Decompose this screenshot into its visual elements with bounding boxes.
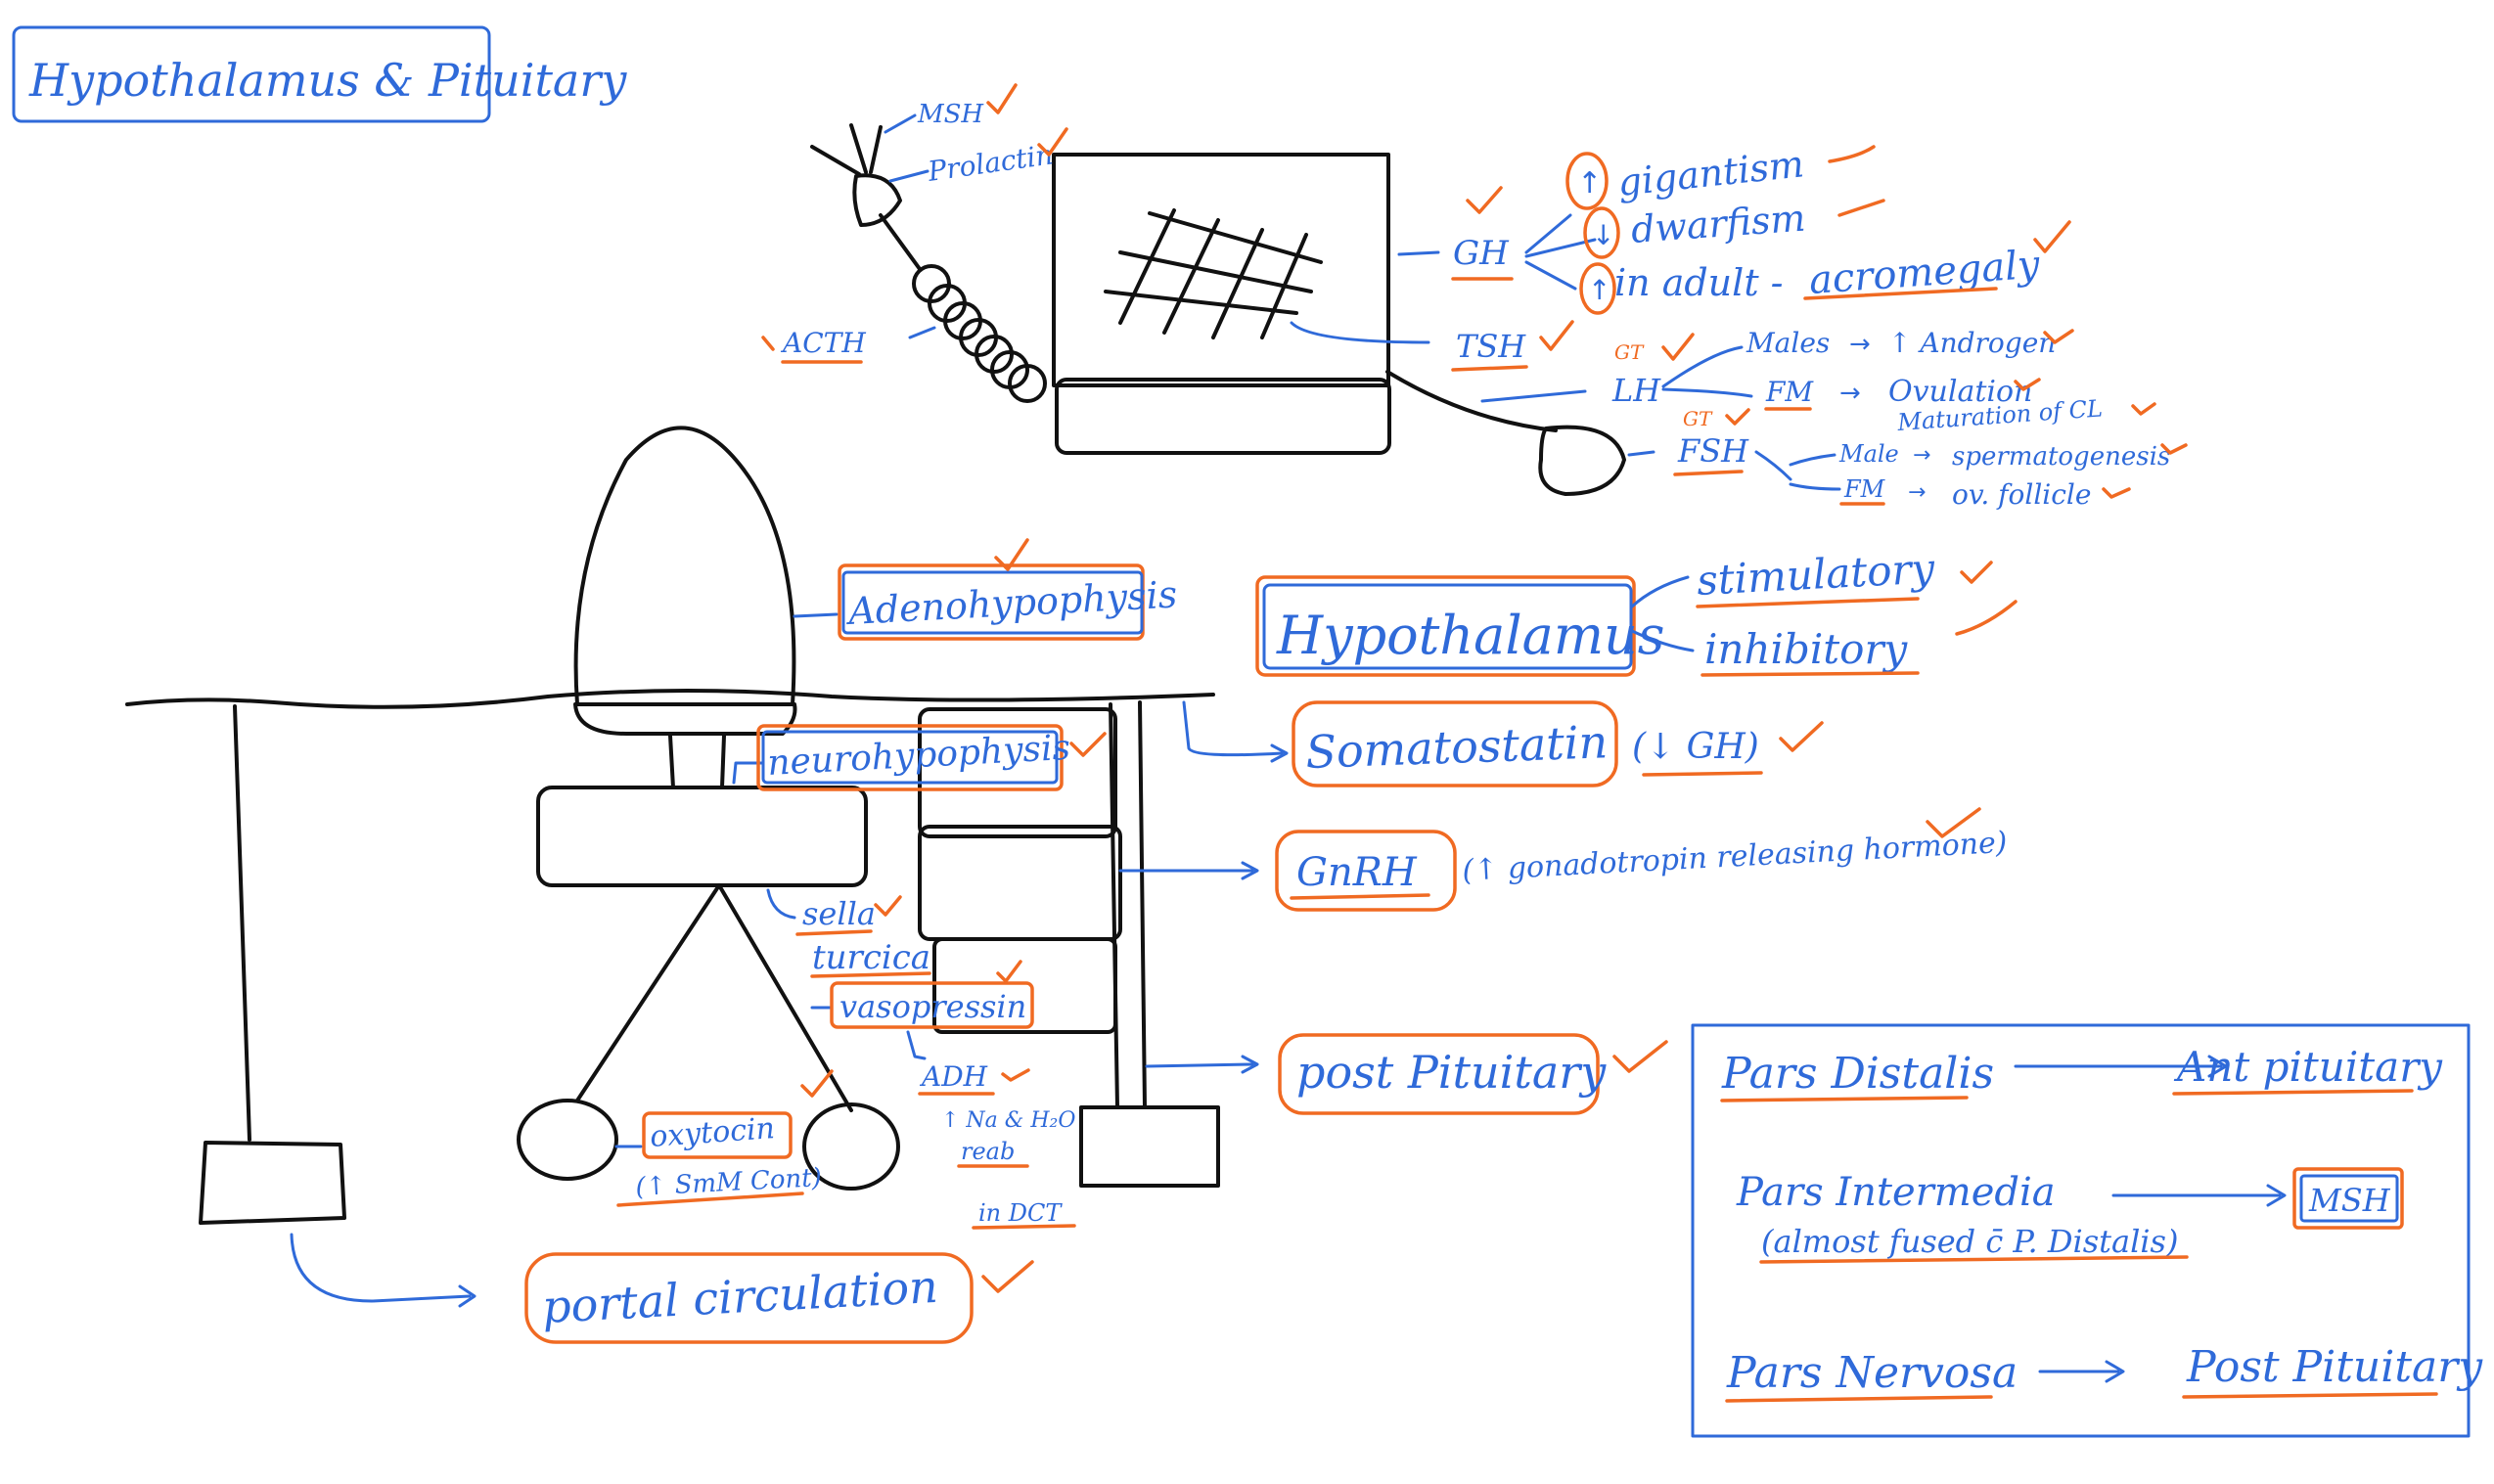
svg-text:↓: ↓ (1592, 219, 1614, 251)
svg-text:post Pituitary: post Pituitary (1296, 1046, 1607, 1099)
label-portal-circulation: portal circulation (290, 1233, 1034, 1344)
hormone-acth: ACTH (761, 326, 936, 364)
svg-text:Ovulation: Ovulation (1888, 375, 2032, 409)
coil-chain (912, 264, 1047, 403)
svg-text:acromegaly: acromegaly (1807, 243, 2042, 303)
check-icon (986, 83, 1018, 114)
svg-text:Hypothalamus: Hypothalamus (1276, 605, 1665, 666)
svg-text:MSH: MSH (917, 100, 984, 129)
check-icon (1466, 186, 1503, 214)
svg-text:GnRH: GnRH (1296, 850, 1418, 895)
svg-text:sella: sella (802, 895, 876, 932)
check-icon (1725, 408, 1750, 426)
label-adenohypophysis: Adenohypophysis (793, 538, 1178, 641)
increase-circle-icon (1579, 262, 1616, 315)
label-sella-turcica: sella turcica (766, 888, 931, 978)
check-icon (800, 1069, 834, 1098)
check-icon (2033, 220, 2071, 253)
svg-text:(↑ gonadotropin releasing horm: (↑ gonadotropin releasing hormone) (1462, 826, 2009, 888)
svg-text:↑: ↑ (1588, 274, 1610, 306)
check-icon (874, 895, 902, 917)
svg-text:Adenohypophysis: Adenohypophysis (844, 572, 1178, 633)
svg-text:Pars Distalis: Pars Distalis (1721, 1049, 1994, 1099)
svg-text:↑: ↑ (1577, 166, 1602, 201)
svg-text:ADH: ADH (919, 1060, 988, 1093)
label-hypothalamus: Hypothalamus stimulatory inhibitory (1255, 544, 2018, 677)
label-vasopressin: vasopressin ADH ↑ Na & H₂O reab in DCT (810, 960, 1076, 1230)
label-gnrh: GnRH (↑ gonadotropin releasing hormone) (1118, 807, 2009, 912)
svg-text:(almost fused c̄ P. Distalis): (almost fused c̄ P. Distalis) (1761, 1223, 2178, 1260)
svg-text:ov. follicle: ov. follicle (1952, 478, 2091, 511)
sella-sketch (125, 426, 1220, 1225)
svg-text:spermatogenesis: spermatogenesis (1952, 442, 2170, 472)
svg-text:neurohypophysis: neurohypophysis (766, 728, 1071, 784)
svg-text:Males: Males (1746, 327, 1830, 359)
check-icon (1960, 561, 1993, 584)
hormone-prolactin: Prolactin (888, 127, 1068, 188)
check-icon (996, 960, 1022, 983)
svg-text:Prolactin: Prolactin (925, 138, 1055, 188)
svg-text:LH: LH (1611, 372, 1661, 409)
svg-text:gigantism: gigantism (1615, 142, 1805, 204)
svg-text:→: → (1839, 379, 1861, 408)
svg-text:Somatostatin: Somatostatin (1304, 715, 1608, 779)
svg-text:↑ Na & H₂O: ↑ Na & H₂O (941, 1108, 1075, 1133)
svg-text:FM: FM (1843, 475, 1886, 503)
svg-text:inhibitory: inhibitory (1704, 625, 1909, 673)
check-icon (1779, 721, 1824, 752)
label-oxytocin: oxytocin (↑ SmM Cont) (614, 1069, 834, 1207)
svg-text:(↑ SmM Cont): (↑ SmM Cont) (635, 1163, 823, 1202)
pituitary-parts-box: Pars Distalis Ant pituitary Pars Interme… (1691, 1023, 2483, 1438)
svg-text:in adult -: in adult - (1614, 261, 1784, 304)
svg-text:portal circulation: portal circulation (541, 1260, 939, 1333)
label-somatostatin: Somatostatin (↓ GH) (1182, 700, 1824, 787)
hormone-fsh: FSH GT Male → spermatogenesis FM → ov. f… (1627, 407, 2188, 511)
svg-text:GH: GH (1453, 234, 1510, 273)
svg-text:MSH: MSH (2308, 1182, 2391, 1219)
decrease-circle-icon (1583, 206, 1620, 259)
pituitary-sketch (810, 123, 1626, 496)
check-icon (1069, 732, 1107, 757)
svg-text:vasopressin: vasopressin (839, 988, 1026, 1025)
svg-text:GT: GT (1614, 340, 1645, 364)
svg-text:GT: GT (1683, 407, 1713, 430)
svg-text:Ant pituitary: Ant pituitary (2173, 1043, 2443, 1091)
svg-text:oxytocin: oxytocin (649, 1111, 776, 1154)
svg-text:Pars Intermedia: Pars Intermedia (1736, 1170, 2056, 1215)
hormone-lh: LH GT Males → ↑ Androgen FM → Ovulation … (1480, 327, 2156, 436)
svg-text:(↓ GH): (↓ GH) (1632, 727, 1759, 767)
svg-text:Male: Male (1838, 440, 1899, 468)
check-icon (1539, 320, 1574, 351)
svg-text:Pars Nervosa: Pars Nervosa (1726, 1348, 2018, 1398)
hormone-msh: MSH (884, 83, 1018, 134)
svg-text:turcica: turcica (812, 938, 930, 977)
svg-text:reab: reab (961, 1138, 1015, 1165)
svg-text:dwarfism: dwarfism (1630, 197, 1807, 251)
page-title: Hypothalamus & Pituitary (28, 54, 627, 107)
check-icon (1037, 127, 1068, 157)
increase-circle-icon (1565, 152, 1609, 210)
label-post-pituitary: post Pituitary (1145, 1033, 1668, 1115)
hormone-gh: GH ↑ gigantism ↓ dwarfism ↑ in adult - a… (1397, 142, 2071, 315)
svg-text:TSH: TSH (1456, 328, 1526, 365)
check-icon (994, 538, 1029, 571)
svg-text:→: → (1908, 480, 1926, 505)
svg-text:ACTH: ACTH (780, 327, 866, 359)
svg-text:FSH: FSH (1677, 432, 1749, 470)
svg-text:↑ Androgen: ↑ Androgen (1888, 327, 2056, 359)
svg-text:Post Pituitary: Post Pituitary (2186, 1342, 2483, 1392)
check-icon (1612, 1040, 1668, 1073)
check-icon (1926, 807, 1981, 838)
title-box: Hypothalamus & Pituitary (12, 25, 627, 123)
svg-text:→: → (1913, 443, 1930, 468)
check-icon (1661, 333, 1695, 361)
svg-text:stimulatory: stimulatory (1696, 544, 1937, 605)
svg-text:→: → (1849, 330, 1871, 359)
hormone-tsh: TSH (1290, 320, 1574, 372)
svg-text:FM: FM (1765, 376, 1814, 408)
svg-text:in DCT: in DCT (978, 1199, 1063, 1227)
check-icon (981, 1260, 1034, 1293)
